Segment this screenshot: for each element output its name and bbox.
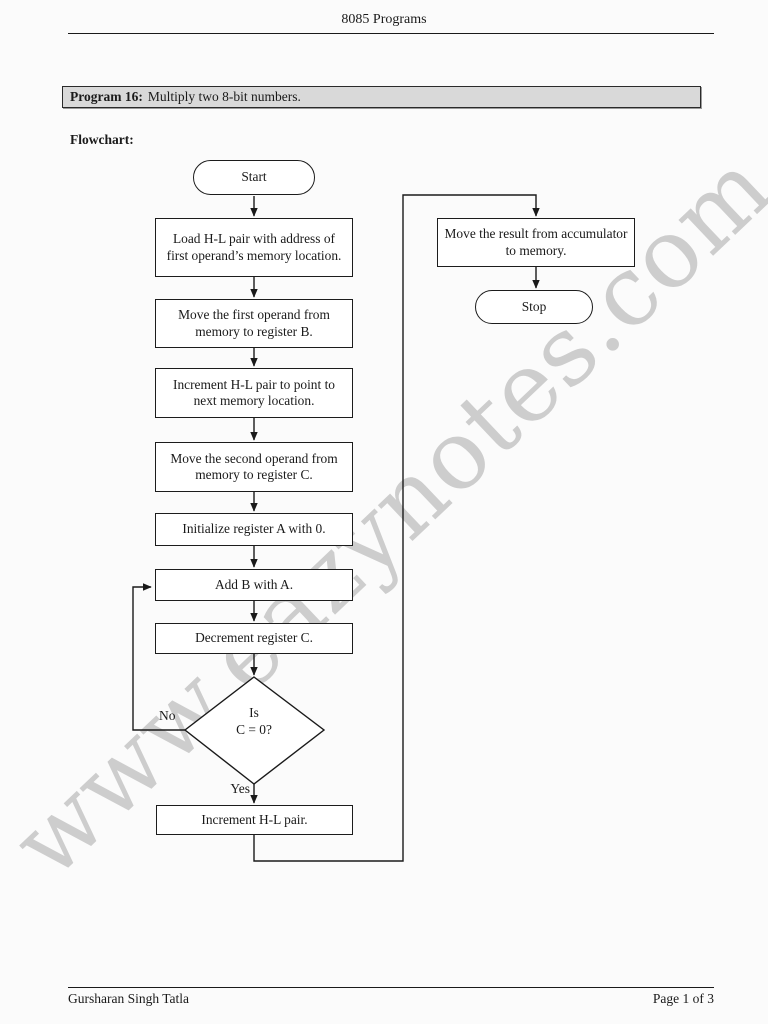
flowchart-step-increment-hl-point: Increment H-L pair to point to next memo… [155,368,353,418]
flowchart-step-decrement-c: Decrement register C. [155,623,353,654]
program-banner-label: Program 16: [70,89,143,104]
no-branch-label: No [159,708,176,723]
footer-page-number: Page 1 of 3 [652,991,714,1006]
flowchart-start-terminal: Start [193,160,315,195]
program-banner: Program 16: Multiply two 8-bit numbers. [62,86,701,108]
flowchart-step-load-hl: Load H-L pair with address of first oper… [155,218,353,277]
flowchart-step-add-b-a: Add B with A. [155,569,353,601]
flowchart-step-move-result: Move the result from accumulator to memo… [437,218,635,267]
decision-line2: C = 0? [236,721,272,737]
footer-author: Gursharan Singh Tatla [68,991,190,1006]
header-rule [68,33,714,34]
watermark-text: www.eazynotes.com [0,130,768,900]
footer-rule [68,987,714,988]
flowchart-section-label: Flowchart: [70,132,134,147]
flowchart-stop-terminal: Stop [475,290,593,324]
flowchart-step-increment-hl: Increment H-L pair. [156,805,353,835]
yes-branch-label: Yes [230,781,250,796]
decision-text: Is C = 0? [194,705,314,738]
decision-line1: Is [249,705,259,720]
flowchart-step-init-a: Initialize register A with 0. [155,513,353,546]
flowchart-step-move-second-operand: Move the second operand from memory to r… [155,442,353,492]
flowchart-step-move-first-operand: Move the first operand from memory to re… [155,299,353,348]
program-banner-text: Multiply two 8-bit numbers. [147,89,301,104]
page-header-title: 8085 Programs [341,12,427,27]
